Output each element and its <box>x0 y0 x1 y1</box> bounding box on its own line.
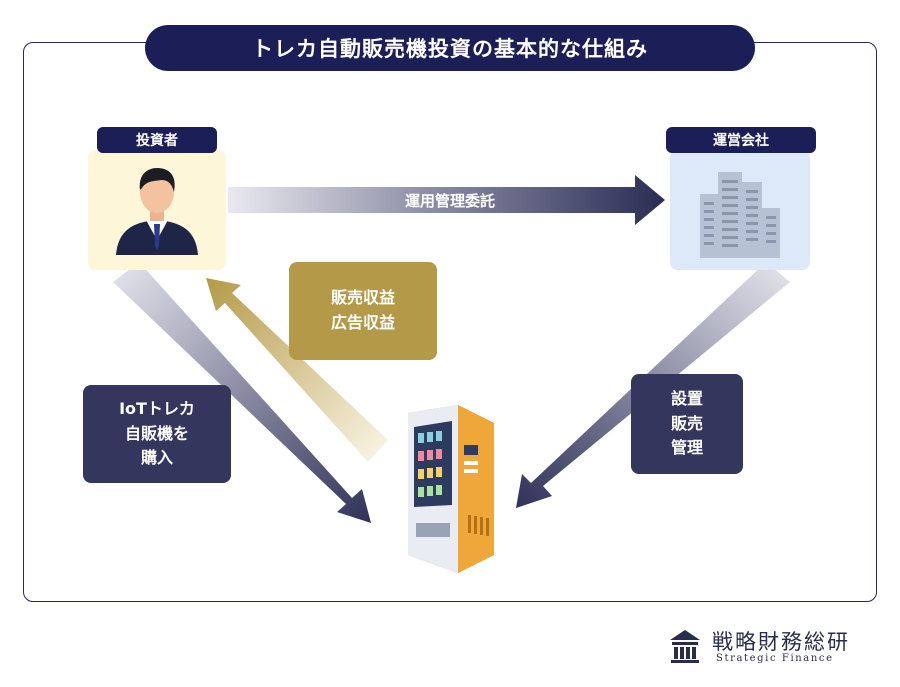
company-label: 運営会社 <box>666 127 816 153</box>
purchase-line-2: 自販機を <box>124 423 189 443</box>
vending-machine-icon <box>408 405 494 573</box>
purchase-note: IoTトレカ 自販機を 購入 <box>83 385 231 483</box>
operation-line-1: 設置 <box>670 388 703 408</box>
purchase-line-3: 購入 <box>140 448 173 468</box>
revenue-note: 販売収益 広告収益 <box>289 262 437 360</box>
purchase-line-1: IoTトレカ <box>119 398 195 418</box>
brand-english: Strategic Finance <box>716 653 834 664</box>
investor-card <box>88 150 226 270</box>
building-pillar-icon <box>670 630 700 663</box>
brand-logo: 戦略財務総研 Strategic Finance <box>668 626 868 666</box>
office-building-icon <box>700 172 780 258</box>
revenue-ads-text: 広告収益 <box>330 313 395 332</box>
diagram-title: トレカ自動販売機投資の基本的な仕組み <box>145 25 755 71</box>
operation-line-2: 販売 <box>670 413 703 433</box>
company-card <box>670 150 810 270</box>
businessman-icon <box>116 168 198 255</box>
investor-label: 投資者 <box>97 127 217 153</box>
operation-line-3: 管理 <box>670 438 703 458</box>
operation-note: 設置 販売 管理 <box>631 374 743 474</box>
purchase-arrow <box>113 262 371 523</box>
consignment-arrow <box>228 175 665 225</box>
brand-name: 戦略財務総研 <box>712 630 850 654</box>
revenue-sales-text: 販売収益 <box>330 288 395 308</box>
consignment-label: 運用管理委託 <box>404 192 495 210</box>
revenue-arrow <box>206 278 388 462</box>
